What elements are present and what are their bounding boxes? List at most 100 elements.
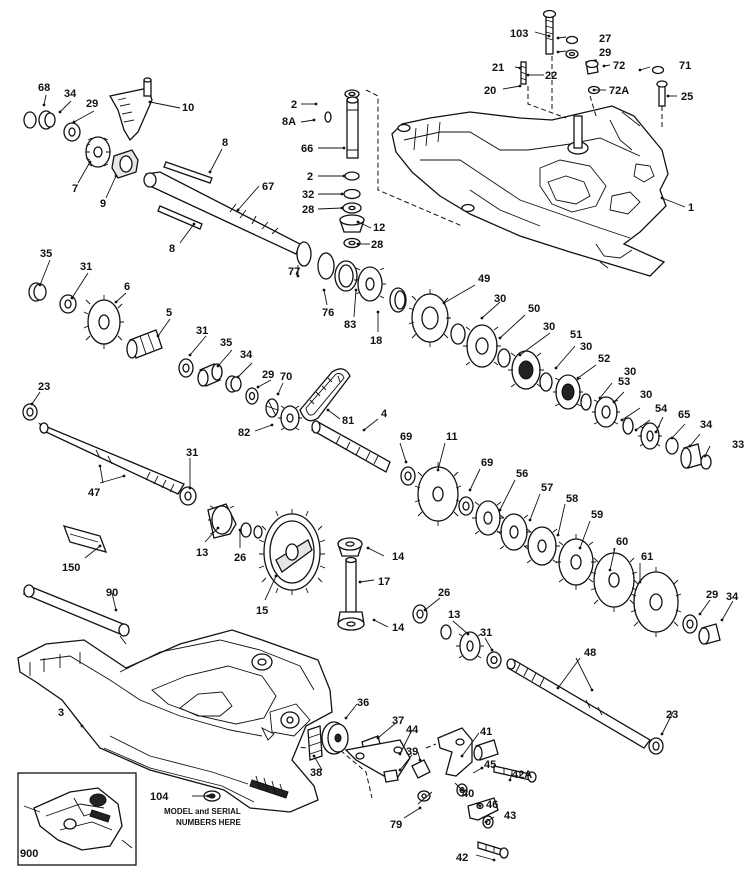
- leader-line: [454, 782, 463, 791]
- leader-line: [437, 442, 446, 471]
- label-53: 53: [618, 376, 630, 388]
- leader-line: [59, 100, 72, 113]
- leader-line: [452, 620, 469, 635]
- leader-line: [399, 754, 413, 771]
- leader-line: [105, 175, 117, 199]
- leader-tip: [698, 612, 702, 616]
- label-32: 32: [302, 189, 314, 201]
- brake-assembly: [307, 721, 537, 859]
- leader-tip: [344, 716, 348, 720]
- leader-tip: [114, 300, 118, 304]
- leader-tip: [340, 206, 344, 210]
- label-30: 30: [494, 293, 506, 305]
- leader-tip: [208, 170, 212, 174]
- leader-tip: [366, 546, 370, 550]
- label-69: 69: [400, 431, 412, 443]
- leader-tip: [356, 220, 360, 224]
- leader-tip: [598, 396, 602, 400]
- leader-line: [472, 767, 483, 774]
- leader-line: [367, 547, 385, 557]
- leader-tip: [670, 436, 674, 440]
- leader-tip: [460, 788, 464, 792]
- leader-tip: [634, 428, 638, 432]
- leader-line: [655, 416, 664, 433]
- label-23: 23: [38, 381, 50, 393]
- leader-tip: [480, 766, 484, 770]
- label-30: 30: [580, 341, 592, 353]
- leader-line: [209, 148, 223, 173]
- label-77: 77: [288, 266, 300, 278]
- leader-line: [575, 657, 593, 691]
- label-81: 81: [342, 415, 354, 427]
- label-25: 25: [681, 91, 693, 103]
- leader-line: [149, 101, 181, 109]
- label-31: 31: [196, 325, 208, 337]
- leader-tip: [638, 580, 642, 584]
- leader-tip: [88, 160, 92, 164]
- leader-line: [534, 31, 550, 37]
- leader-tip: [404, 460, 408, 464]
- leader-tip: [556, 36, 560, 40]
- leader-tip: [554, 366, 558, 370]
- leader-line: [721, 600, 734, 621]
- leader-tip: [30, 402, 34, 406]
- label-29: 29: [599, 47, 611, 59]
- part-labels: 103 27 29 21 22 72 71 20 72A 25 68 34 29…: [20, 28, 744, 864]
- leader-line: [237, 362, 253, 378]
- leader-line: [327, 409, 341, 420]
- leader-line: [313, 755, 323, 771]
- label-103: 103: [510, 28, 528, 40]
- label-15: 15: [256, 605, 268, 617]
- leader-line: [443, 284, 476, 304]
- leader-tip: [498, 508, 502, 512]
- leader-line: [353, 289, 357, 318]
- leader-tip: [256, 385, 260, 389]
- label-17: 17: [378, 576, 390, 588]
- label-58: 58: [566, 493, 578, 505]
- leader-tip: [608, 568, 612, 572]
- label-13: 13: [448, 609, 460, 621]
- leader-line: [179, 223, 195, 244]
- leader-line: [237, 185, 260, 211]
- label-14: 14: [392, 622, 405, 634]
- label-20: 20: [484, 85, 496, 97]
- leader-lines: [30, 31, 734, 862]
- leader-tip: [312, 754, 316, 758]
- label-6: 6: [124, 281, 130, 293]
- leader-tip: [342, 146, 346, 150]
- label-76: 76: [322, 307, 334, 319]
- leader-line: [189, 335, 207, 356]
- lower-gear-train: [400, 462, 721, 645]
- leader-line: [399, 729, 413, 755]
- leader-line: [635, 419, 651, 431]
- top-hardware: [520, 9, 668, 107]
- leader-tip: [342, 174, 346, 178]
- leader-tip: [188, 486, 192, 490]
- leader-tip: [58, 110, 62, 114]
- leader-line: [424, 597, 441, 611]
- label-150: 150: [62, 562, 80, 574]
- model-serial-note-line2: NUMBERS HERE: [176, 818, 242, 827]
- leader-tip: [358, 580, 362, 584]
- label-90: 90: [106, 587, 118, 599]
- leader-tip: [98, 464, 102, 468]
- upper-left-parts: [23, 77, 301, 255]
- leader-tip: [270, 423, 274, 427]
- overview-inset: [17, 772, 137, 866]
- tube: [22, 584, 130, 645]
- leader-tip: [236, 375, 240, 379]
- label-42: 42: [456, 852, 468, 864]
- leader-tip: [478, 804, 482, 808]
- leader-line: [529, 493, 541, 521]
- label-30: 30: [640, 389, 652, 401]
- pinion-column: [337, 537, 502, 669]
- leader-line: [639, 66, 651, 71]
- leader-tip: [216, 364, 220, 368]
- main-shaft: [311, 420, 391, 473]
- leader-tip: [556, 50, 560, 54]
- leader-tip: [666, 94, 670, 98]
- leader-tip: [547, 34, 551, 38]
- label-900: 900: [20, 848, 38, 860]
- label-7: 7: [72, 183, 78, 195]
- assembly-line-7: [425, 743, 437, 749]
